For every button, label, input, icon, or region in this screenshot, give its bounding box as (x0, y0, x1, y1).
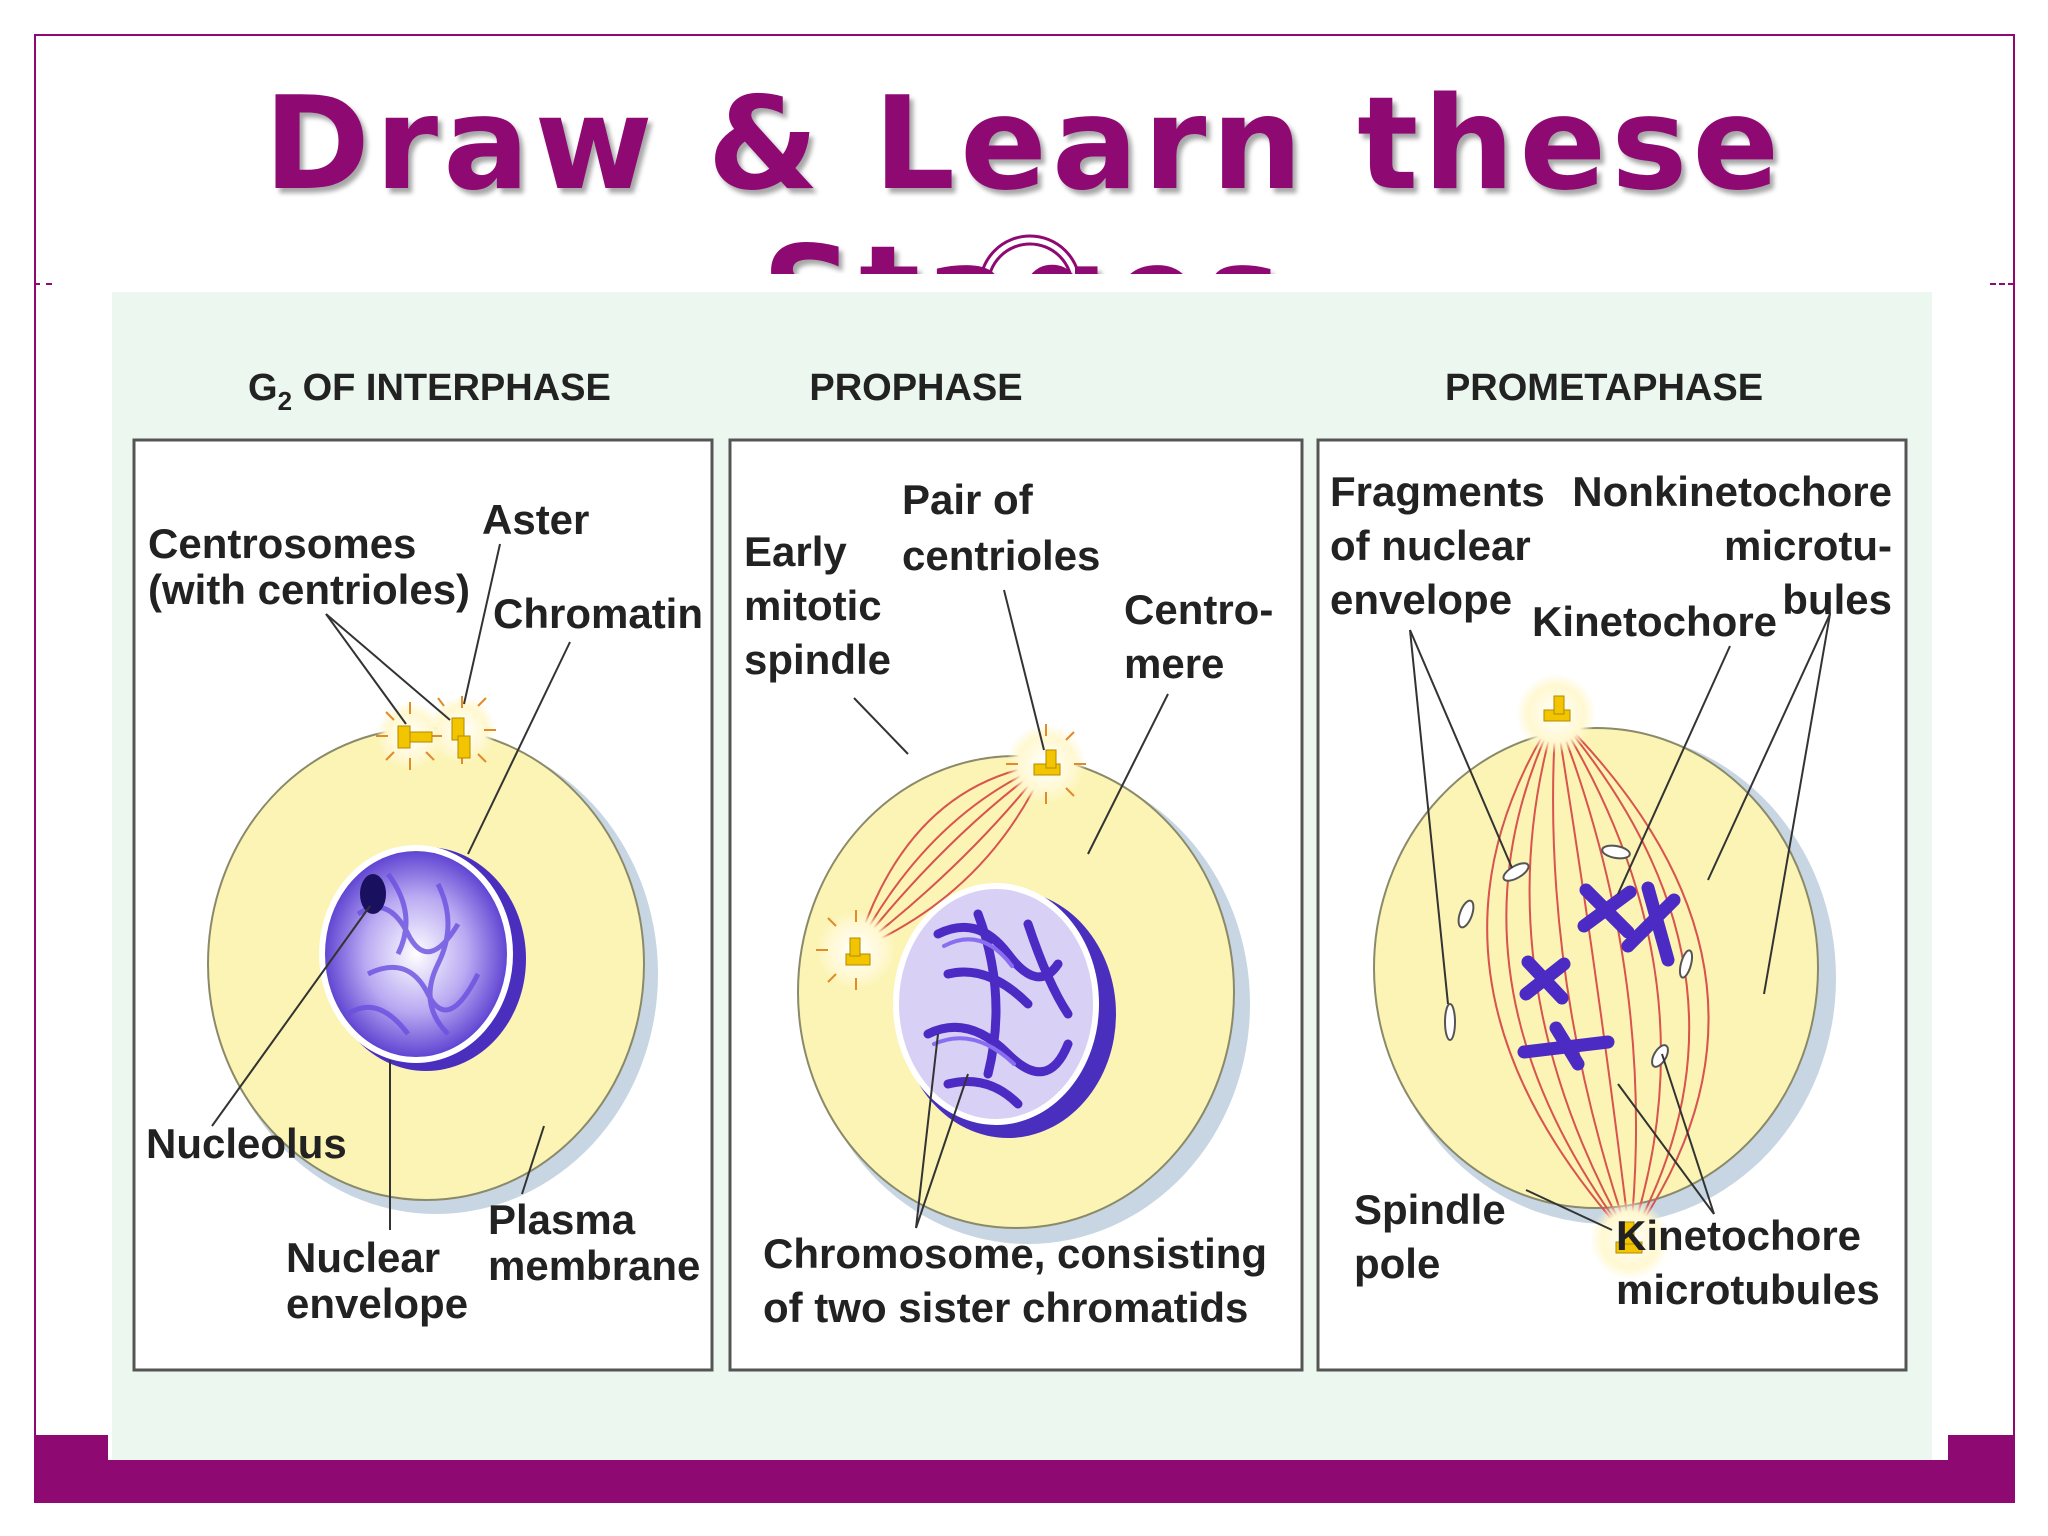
label-fragments-nuclear-envelope-2: of nuclear (1330, 522, 1531, 569)
label-chromosome: Chromosome, consisting (763, 1230, 1267, 1277)
nucleus-g2 (319, 845, 513, 1063)
label-early-mitotic-spindle: Early (744, 528, 847, 575)
chromosomes-prometaphase (1517, 881, 1681, 1071)
label-nucleolus: Nucleolus (146, 1120, 347, 1167)
label-early-mitotic-spindle-3: spindle (744, 636, 891, 683)
label-kinetochore: Kinetochore (1532, 598, 1777, 645)
label-fragments-nuclear-envelope-3: envelope (1330, 576, 1512, 623)
label-pair-of-centrioles-2: centrioles (902, 532, 1100, 579)
label-plasma-membrane: Plasma (488, 1196, 636, 1243)
arc-ornament-icon (978, 234, 1082, 287)
envelope-fragments (1444, 844, 1694, 1068)
stage-prometaphase: PROMETAPHASE (1316, 367, 1908, 1372)
stage-title-prophase: PROPHASE (809, 367, 1022, 409)
label-centromere-2: mere (1124, 640, 1224, 687)
label-nonkinetochore-microtubules-2: microtu- (1724, 522, 1892, 569)
stage-title-prometaphase: PROMETAPHASE (1445, 367, 1763, 409)
label-nuclear-envelope-2: envelope (286, 1280, 468, 1327)
label-aster: Aster (482, 496, 589, 543)
label-early-mitotic-spindle-2: mitotic (744, 582, 882, 629)
stage-title-g2: G2 OF INTERPHASE (248, 367, 611, 416)
divider-dashed-left (34, 283, 52, 285)
label-nonkinetochore-microtubules-3: bules (1782, 576, 1892, 623)
leader-lines-prometaphase (1409, 613, 1831, 1231)
leader-lines-prophase (853, 589, 1169, 1229)
label-spindle-pole-2: pole (1354, 1240, 1440, 1287)
chromosomes-prophase (923, 909, 1073, 1109)
label-kinetochore-microtubules: Kinetochore (1616, 1212, 1861, 1259)
label-centromere: Centro- (1124, 586, 1273, 633)
centrosomes-g2 (376, 696, 496, 770)
label-centrosomes: Centrosomes (148, 520, 416, 567)
spindle-fibers-prometaphase (1486, 713, 1710, 1241)
cell-prometaphase (1373, 727, 1819, 1209)
label-chromatin: Chromatin (493, 590, 703, 637)
divider-dashed-right (1990, 283, 2014, 285)
label-nonkinetochore-microtubules: Nonkinetochore (1572, 468, 1892, 515)
label-fragments-nuclear-envelope: Fragments (1330, 468, 1545, 515)
label-pair-of-centrioles: Pair of (902, 476, 1034, 523)
mitosis-figure: G2 OF INTERPHASE (108, 274, 1948, 1460)
leader-lines-g2 (211, 543, 571, 1230)
nucleolus-g2 (360, 874, 386, 914)
stage-prophase: PROPHASE (728, 367, 1304, 1372)
label-spindle-pole: Spindle (1354, 1186, 1506, 1233)
label-nuclear-envelope: Nuclear (286, 1234, 440, 1281)
label-centrosomes-2: (with centrioles) (148, 566, 470, 613)
label-kinetochore-microtubules-2: microtubules (1616, 1266, 1880, 1313)
stage-g2-interphase: G2 OF INTERPHASE (132, 367, 714, 1372)
label-chromosome-2: of two sister chromatids (763, 1284, 1248, 1331)
label-plasma-membrane-2: membrane (488, 1242, 700, 1289)
